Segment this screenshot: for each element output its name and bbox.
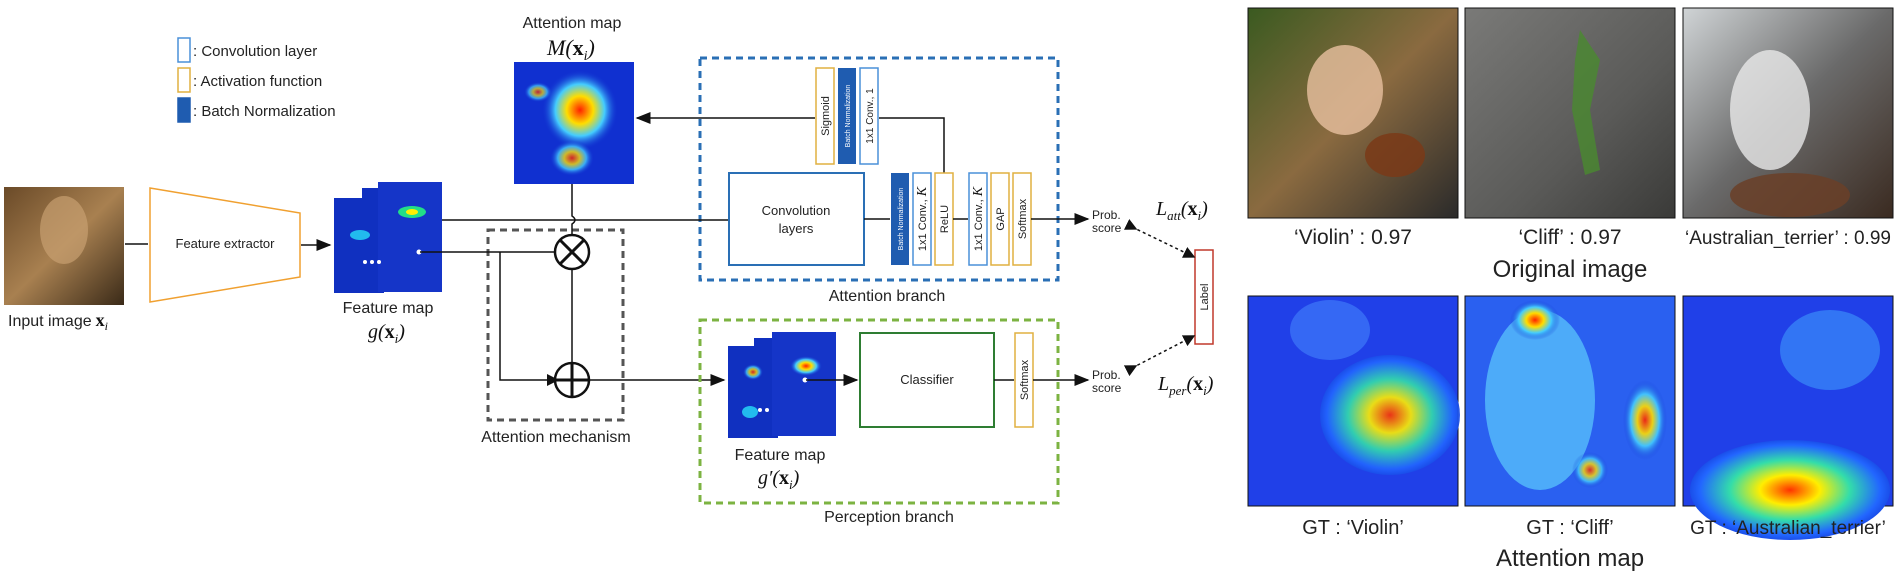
perception-branch: Perception branch Feature map g′(xi) Cla… <box>698 318 1122 526</box>
perception-branch-label: Perception branch <box>824 509 954 526</box>
svg-text:layers: layers <box>779 221 814 236</box>
sigmoid-label: Sigmoid <box>820 96 832 136</box>
att-softmax-label: Softmax <box>1017 198 1029 239</box>
original-title: Original image <box>1493 256 1648 283</box>
feature-extractor: Feature extractor <box>149 187 301 303</box>
legend-activation-label: : Activation function <box>193 73 322 90</box>
input-image-bird <box>40 196 88 264</box>
convolution-layers-box <box>728 172 865 266</box>
att-loss: Latt(xi) <box>1155 198 1208 223</box>
relu-label: ReLU <box>939 205 951 233</box>
ground-truth-3: GT : ‘Australian_terrier’ <box>1690 518 1886 539</box>
attention-map-block: Attention map M(xi) <box>514 15 634 184</box>
per-score-label: score <box>1092 381 1122 395</box>
refined-feature-map-symbol: g′(xi) <box>758 467 800 492</box>
legend-bn-label: : Batch Normalization <box>193 103 336 120</box>
att-prob-label: Prob. <box>1092 208 1121 222</box>
legend-bn-swatch <box>177 97 191 123</box>
ground-truth-2: GT : ‘Cliff’ <box>1526 517 1613 539</box>
prediction-2: ‘Cliff’ : 0.97 <box>1518 226 1621 249</box>
per-prob-label: Prob. <box>1092 368 1121 382</box>
attention-mechanism-frame <box>486 228 625 422</box>
feature-extractor-label: Feature extractor <box>176 236 276 251</box>
legend-activation-swatch <box>177 67 191 93</box>
prediction-1: ‘Violin’ : 0.97 <box>1294 226 1412 249</box>
top-bn-label: Batch Normalization <box>845 85 852 148</box>
attention-branch-frame <box>698 56 1060 282</box>
svg-text:Classifier: Classifier <box>900 372 954 387</box>
perception-branch-frame <box>698 318 1060 505</box>
results-attention-row: GT : ‘Violin’ GT : ‘Cliff’ GT : ‘Austral… <box>1247 295 1894 572</box>
legend: : Convolution layer : Activation functio… <box>177 37 336 123</box>
att-score-label: score <box>1092 221 1122 235</box>
prediction-3: ‘Australian_terrier’ : 0.99 <box>1685 228 1891 249</box>
refined-feature-map-caption: Feature map <box>735 447 826 464</box>
results-original-row: ‘Violin’ : 0.97 ‘Cliff’ : 0.97 ‘Australi… <box>1247 7 1894 283</box>
mid-bn-label: Batch Normalization <box>898 188 905 251</box>
svg-text:Convolution: Convolution <box>762 203 831 218</box>
feature-map-symbol: g(xi) <box>368 321 405 346</box>
per-loss: Lper(xi) <box>1157 373 1214 398</box>
label-box-text: Label <box>1199 284 1211 311</box>
attention-branch-label: Attention branch <box>829 288 946 305</box>
original-image-cliff <box>1464 7 1676 219</box>
losses: Latt(xi) Lper(xi) Label <box>1123 198 1214 398</box>
ground-truth-1: GT : ‘Violin’ <box>1302 517 1404 539</box>
classifier-box <box>859 332 995 428</box>
conv-k-label: 1x1 Conv., K <box>915 186 930 251</box>
feature-map-caption: Feature map <box>343 300 434 317</box>
conv-k2-label: 1x1 Conv., K <box>971 186 986 251</box>
attention-mechanism: Attention mechanism <box>420 184 726 446</box>
attention-branch: Attention branch Sigmoid Batch Normaliza… <box>635 56 1060 305</box>
attention-map-caption: Attention map <box>523 15 622 32</box>
attention-map-symbol: M(xi) <box>546 35 595 64</box>
feature-map-stack: Feature map g(xi) <box>334 182 442 346</box>
legend-conv-label: : Convolution layer <box>193 43 317 60</box>
gap-label: GAP <box>995 207 1007 230</box>
attention-mechanism-label: Attention mechanism <box>481 429 630 446</box>
label-box <box>1194 249 1214 345</box>
attention-title: Attention map <box>1496 545 1644 572</box>
conv1-label: 1x1 Conv., 1 <box>865 88 876 144</box>
legend-conv-swatch <box>177 37 191 63</box>
per-softmax-label: Softmax <box>1019 359 1031 400</box>
